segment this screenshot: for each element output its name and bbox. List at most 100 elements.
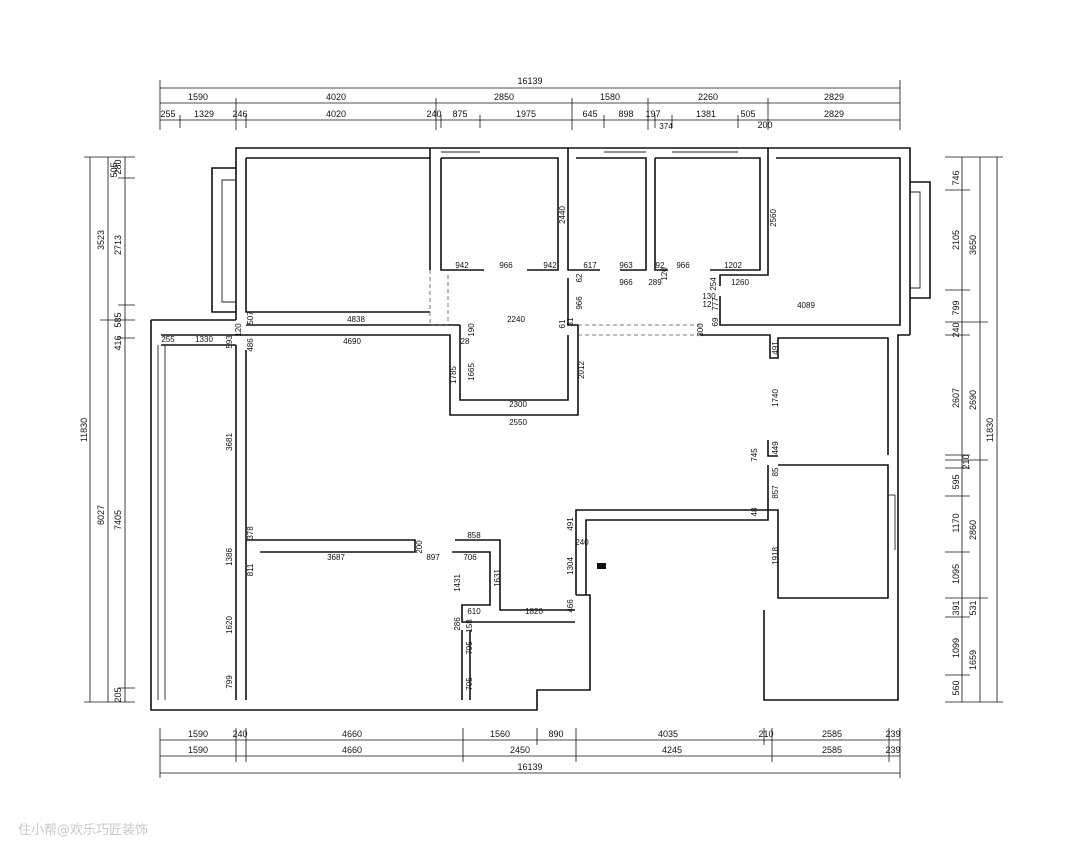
dim-left-inner-3: 2713 [113,235,123,255]
dim-799-m: 799 [225,675,234,689]
dim-610: 610 [467,607,481,616]
dim-top-r2-13: 2829 [824,109,844,119]
dim-bot-6: 4035 [658,729,678,739]
dim-left-inner-4: 585 [113,312,123,327]
plan-line [567,148,600,271]
dim-bot-7: 210 [758,729,773,739]
top-dimension-lines [159,80,901,130]
dim-92: 92 [656,261,665,270]
dim-bot-4: 1560 [490,729,510,739]
plan-line [161,278,579,416]
plan-line [211,167,236,313]
dim-289: 289 [648,278,662,287]
dim-1304: 1304 [566,557,575,575]
dim-2240: 2240 [507,315,525,324]
dim-491-r: 491 [771,341,780,355]
dim-top-r2-9: 898 [618,109,633,119]
dim-bot-5: 890 [548,729,563,739]
left-dimension-labels: 11830 3523 8027 280 505 2713 585 416 740… [79,159,123,702]
plan-line [767,440,778,457]
dim-4690: 4690 [343,337,361,346]
dim-254: 254 [709,277,718,291]
plan-line [719,148,769,286]
dim-top-r2-2: 1329 [194,109,214,119]
dim-right-inner-10: 391 [951,600,961,615]
dim-1386: 1386 [225,548,234,566]
plan-line [246,539,416,553]
dim-left-inner-5: 416 [113,335,123,350]
dim-top-3: 2850 [494,92,514,102]
dim-top-5: 2260 [698,92,718,102]
dim-bot-r2-5: 2585 [822,745,842,755]
dim-bot-1: 1590 [188,729,208,739]
dim-top-r2-7: 1975 [516,109,536,119]
dim-1820: 1820 [525,607,543,616]
dim-486: 486 [246,338,255,352]
dim-2012: 2012 [577,361,586,379]
dim-2300: 2300 [509,400,527,409]
dim-right-total: 11830 [985,418,995,442]
dim-top-r2-6: 875 [452,109,467,119]
dim-top-r2-8: 645 [582,109,597,119]
dim-left-total: 11830 [79,418,89,442]
dim-top-r2-4: 4020 [326,109,346,119]
dim-777: 777 [711,297,720,311]
dim-right-inner-13: 560 [951,680,961,695]
dim-top-1: 1590 [188,92,208,102]
dim-966-c: 966 [676,261,690,270]
dim-1202: 1202 [724,261,742,270]
plan-line [654,158,668,271]
dim-right-inner-3: 799 [951,300,961,315]
dim-200: 200 [415,540,424,554]
plan-line [429,270,449,326]
dim-bot-total: 16139 [517,762,542,772]
dim-942-a: 942 [455,261,469,270]
dim-right-outer-4: 1659 [968,650,978,670]
plan-line [440,158,484,271]
dim-top-4: 1580 [600,92,620,102]
entrance-marker [597,563,606,569]
watermark: 住小帮@欢乐巧匠装饰 [18,823,148,838]
dim-966-v: 966 [575,296,584,310]
dim-31: 31 [566,317,575,326]
bottom-dimension-lines [159,728,901,778]
dim-158: 158 [465,619,474,633]
dim-top-r2b-2: 200 [757,120,772,130]
dim-12: 12 [703,300,712,309]
interior-dims: 942 966 942 617 963 92 966 1202 966 289 … [161,206,815,691]
dim-745: 745 [750,448,759,462]
dim-300: 300 [696,323,705,337]
dim-bot-2: 240 [232,729,247,739]
dim-bot-9: 239 [885,729,900,739]
right-dimension-lines [945,156,1003,703]
dim-top-r2-11: 1381 [696,109,716,119]
dim-1620: 1620 [225,616,234,634]
dim-48: 48 [750,507,759,516]
dim-right-inner-5: 2607 [951,388,961,408]
plan-line [245,158,430,313]
dim-1665: 1665 [467,363,476,381]
dim-top-2: 4020 [326,92,346,102]
dim-61: 61 [558,319,567,328]
plan-line [150,320,591,711]
dim-1918: 1918 [771,547,780,565]
dim-897: 897 [426,553,440,562]
plan-line [576,157,647,271]
top-dimension-labels: 16139 1590 4020 2850 1580 2260 2829 255 … [160,76,844,131]
dim-bot-r2-4: 4245 [662,745,682,755]
dim-right-inner-2: 2105 [951,230,961,250]
dim-right-inner-4: 240 [951,322,961,337]
dim-top-r2-10: 197 [645,109,660,119]
dim-240-m: 240 [575,538,589,547]
plan-line [235,147,911,335]
dim-bot-r2-3: 2450 [510,745,530,755]
dim-255: 255 [161,335,175,344]
dim-top-r2-3: 246 [232,109,247,119]
plan-line [763,334,910,701]
dim-top-6: 2829 [824,92,844,102]
dim-1785: 1785 [449,366,458,384]
dim-3687: 3687 [327,553,345,562]
dim-3681: 3681 [225,433,234,451]
plan-line [459,325,569,401]
dim-69: 69 [711,317,720,326]
